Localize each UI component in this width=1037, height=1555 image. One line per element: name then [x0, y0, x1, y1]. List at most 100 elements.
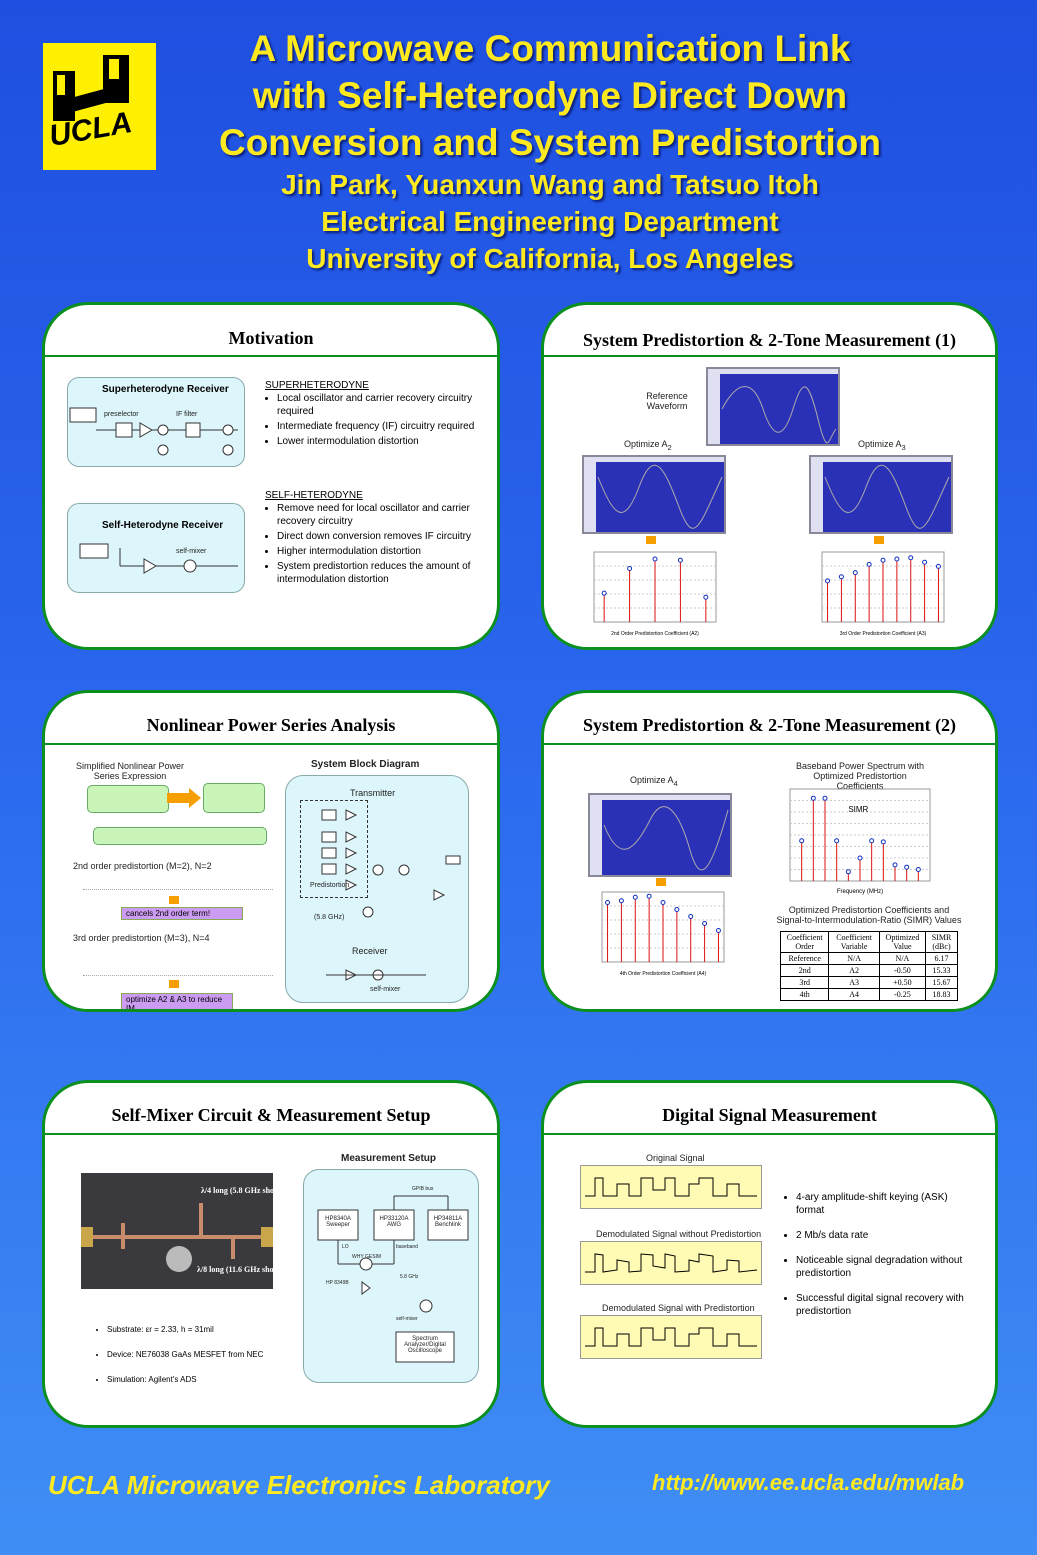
right-arrow-icon — [167, 788, 201, 808]
second-order-label: 2nd order predistortion (M=2), N=2 — [73, 861, 212, 871]
data-point — [605, 900, 611, 905]
bullet: System predistortion reduces the amount … — [277, 560, 475, 586]
bullet: Direct down conversion removes IF circui… — [277, 530, 475, 543]
formula-box — [203, 783, 265, 813]
data-point — [799, 838, 805, 844]
data-point — [866, 561, 872, 567]
quarter-wave-label: λ/4 long (5.8 GHz short) — [201, 1186, 283, 1195]
block-schematic — [321, 809, 461, 981]
down-arrow-icon — [169, 896, 179, 904]
data-point — [822, 795, 828, 801]
superheterodyne-diagram: Superheterodyne Receiver preselector IF … — [67, 377, 245, 467]
department: Electrical Engineering Department — [321, 206, 779, 237]
data-point — [652, 556, 658, 562]
lab-url[interactable]: http://www.ee.ucla.edu/mwlab — [652, 1470, 965, 1495]
instrument-label: HP8340A Sweeper — [325, 1216, 351, 1228]
waveform-trace — [597, 464, 723, 529]
data-point — [915, 867, 921, 872]
motivation-panel: Motivation Superheterodyne Receiver pres… — [42, 302, 500, 650]
a4-waveform-plot — [588, 793, 732, 877]
table-header: Coefficient Order — [779, 931, 830, 953]
block-diagram: Transmitter Predistortion (5.8 GHz) Rece… — [285, 775, 469, 1003]
data-point — [892, 862, 898, 868]
table-header-row: Coefficient Order Coefficient Variable O… — [779, 931, 958, 953]
lab-name: UCLA Microwave Electronics Laboratory — [48, 1470, 550, 1500]
data-point — [660, 900, 666, 905]
data-point — [825, 578, 831, 584]
data-point — [908, 555, 914, 561]
bullet: Local oscillator and carrier recovery ci… — [277, 392, 475, 418]
data-point — [715, 928, 721, 933]
if-filter-label: IF filter — [176, 411, 198, 418]
bullet: 2 Mb/s data rate — [796, 1229, 964, 1242]
formula-line — [83, 877, 273, 890]
data-point — [880, 557, 886, 563]
nps-panel: Nonlinear Power Series Analysis Simplifi… — [42, 690, 500, 1012]
predistortion-label: Predistortion — [310, 882, 350, 889]
panel-header: Digital Signal Measurement — [544, 1083, 995, 1135]
poster-title: A Microwave Communication Link with Self… — [170, 25, 930, 277]
signal-trace — [585, 1177, 757, 1197]
block-diagram-title: System Block Diagram — [311, 759, 420, 770]
x-axis-label: 2nd Order Predistortion Coefficient (A2) — [611, 631, 699, 637]
instrument-label: HP34811A Benchlink — [433, 1216, 463, 1228]
bullet: Successful digital signal recovery with … — [796, 1292, 964, 1318]
section-heading: SUPERHETERODYNE — [265, 380, 369, 391]
signal-label: Demodulated Signal without Predistortion — [596, 1229, 762, 1239]
data-point — [601, 590, 607, 596]
reference-waveform-plot — [706, 367, 840, 446]
selfmixer-label: self-mixer — [396, 1316, 418, 1322]
bullet: Intermediate frequency (IF) circuitry re… — [277, 420, 475, 433]
ucla-seal-icon — [53, 55, 129, 121]
table-header: Coefficient Variable — [828, 931, 880, 953]
table-header: Optimized Value — [878, 931, 927, 953]
panel-header: System Predistortion & 2-Tone Measuremen… — [544, 305, 995, 357]
diagram-title: Superheterodyne Receiver — [102, 384, 229, 395]
waveform-trace — [603, 806, 729, 871]
circuit-photo — [81, 1173, 273, 1289]
table-title: Optimized Predistortion Coefficients and… — [776, 905, 962, 925]
x-axis-label: Frequency (MHz) — [837, 889, 883, 895]
predistortion-block — [300, 800, 368, 898]
superheterodyne-text: SUPERHETERODYNE Local oscillator and car… — [265, 379, 475, 450]
mixer-label: WHY GESIM — [352, 1254, 382, 1260]
bullet: Substrate: εr = 2.33, h = 31mil — [107, 1323, 285, 1336]
data-point — [834, 838, 840, 844]
freq-label: 5.8 GHz — [400, 1274, 419, 1280]
ucla-logo: UCLA — [43, 43, 156, 170]
data-point — [838, 574, 844, 580]
hp-label: HP 8349B — [326, 1280, 349, 1286]
panel-header: Nonlinear Power Series Analysis — [45, 693, 497, 745]
bullet: Remove need for local oscillator and car… — [277, 502, 475, 528]
analyzer-label: Spectrum Analyzer/Digital Oscilloscope — [404, 1336, 446, 1354]
data-point — [618, 898, 624, 904]
diagram-title: Self-Heterodyne Receiver — [102, 520, 224, 531]
self-mixer-label: self-mixer — [370, 986, 401, 993]
signal-trace — [585, 1253, 758, 1273]
setup-title: Measurement Setup — [341, 1153, 437, 1164]
gpib-label: GPIB bus — [412, 1186, 434, 1192]
device-specs: Substrate: εr = 2.33, h = 31mil Device: … — [95, 1323, 285, 1388]
a2-waveform-plot — [582, 455, 726, 534]
data-point — [869, 838, 875, 844]
table-header: SIMR (dBc) — [925, 931, 958, 953]
original-signal-plot — [580, 1165, 762, 1209]
signal-label: Demodulated Signal with Predistortion — [602, 1303, 755, 1313]
cancel-box: cancels 2nd order term! — [121, 907, 243, 920]
down-arrow-icon — [874, 536, 884, 544]
signal-label: Original Signal — [646, 1153, 705, 1163]
data-point — [852, 570, 858, 576]
self-mixer-label: self-mixer — [176, 548, 207, 555]
authors: Jin Park, Yuanxun Wang and Tatsuo Itoh — [281, 169, 819, 200]
formula-box — [93, 827, 267, 845]
measurement-setup: HP8340A Sweeper HP33120A AWG HP34811A Be… — [303, 1169, 479, 1383]
digital-panel: Digital Signal Measurement Original Sign… — [541, 1080, 998, 1428]
data-point — [646, 893, 652, 899]
x-axis-label: 4th Order Predistortion Coefficient (A4) — [620, 971, 707, 977]
title-line-1: A Microwave Communication Link — [249, 28, 851, 69]
simr-table: Coefficient Order Coefficient Variable O… — [779, 931, 958, 1001]
section-heading: SELF-HETERODYNE — [265, 490, 363, 501]
down-arrow-icon — [646, 536, 656, 544]
optimize-a2-label: Optimize A2 — [624, 439, 672, 452]
